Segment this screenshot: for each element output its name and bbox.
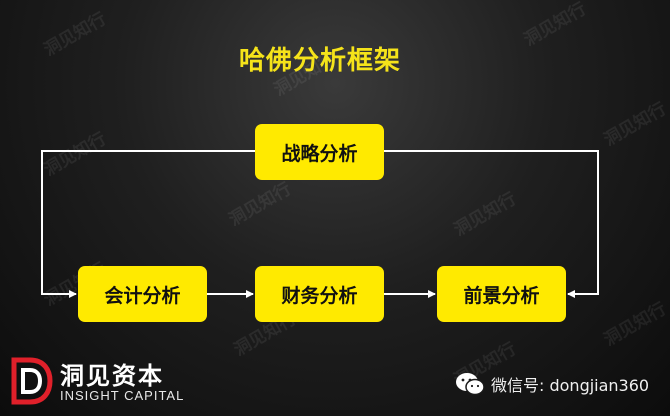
brand-name-cn: 洞见资本 (60, 362, 164, 390)
node-prospect-analysis: 前景分析 (437, 266, 566, 322)
strategy-to-accounting-connector (41, 150, 255, 298)
wechat-label: 微信号: dongjian360 (491, 376, 650, 395)
strategy-to-prospect-connector (384, 150, 599, 298)
wechat-id: 微信号: dongjian360 (455, 372, 649, 396)
node-accounting-analysis: 会计分析 (78, 266, 207, 322)
diagram-title: 哈佛分析框架 (238, 46, 401, 76)
node-financial-analysis: 财务分析 (255, 266, 384, 322)
logo-mark-icon (11, 357, 53, 405)
connector-lines (41, 150, 599, 298)
wechat-icon (456, 373, 485, 396)
brand-name-en: INSIGHT CAPITAL (60, 388, 185, 403)
node-strategy-analysis: 战略分析 (255, 124, 384, 180)
